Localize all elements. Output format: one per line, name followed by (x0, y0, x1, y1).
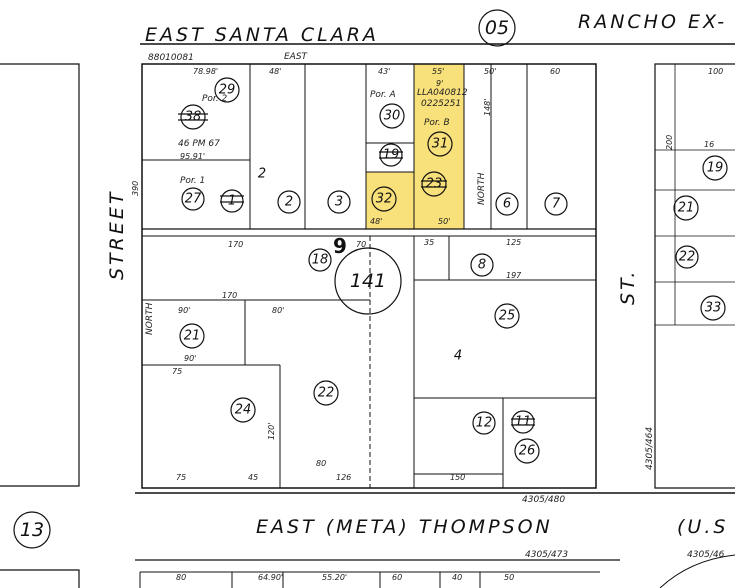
parcel-30: 30 (384, 109, 401, 124)
street-label-us: (U.S (677, 516, 728, 538)
map-page-number: 05 (485, 17, 509, 39)
parcel-8: 8 (478, 258, 486, 273)
dim-80: 80' (272, 306, 284, 315)
ref-pm: 46 PM 67 (178, 139, 220, 149)
parcel-38: 38 (185, 110, 202, 125)
parcel-1: 1 (228, 194, 236, 209)
label-por-b: Por. B (424, 118, 450, 128)
dim-43: 43' (378, 67, 390, 76)
dim-90-b: 90' (184, 354, 196, 363)
dim-100: 100 (708, 67, 723, 76)
dim-48-b: 48' (370, 217, 382, 226)
label-por-2: Por. 2 (202, 94, 228, 104)
ref-highlight-2: 0225251 (421, 99, 461, 109)
parcel-19: 19 (383, 148, 400, 163)
dim-70: 70 (356, 240, 366, 249)
dim-197: 197 (506, 271, 522, 280)
street-label-east-thompson: EAST (META) THOMPSON (256, 516, 553, 538)
parcel-25: 25 (499, 309, 516, 324)
dim-148: 148' (483, 99, 492, 116)
dim-75: 75 (172, 367, 182, 376)
ref-right-2: 4305/46 (687, 550, 725, 560)
parcel-right-21: 21 (678, 201, 695, 216)
street-label-rancho: RANCHO EX- (578, 11, 727, 33)
parcel-2b: 2 (258, 167, 266, 182)
parcel-27: 27 (185, 192, 202, 207)
dim-35: 35 (424, 238, 434, 247)
parcel-29: 29 (219, 83, 236, 98)
dim-170-b: 170 (222, 291, 237, 300)
parcel-22: 22 (318, 386, 335, 401)
dim-75-b: 75 (176, 473, 186, 482)
dim-200: 200 (665, 135, 674, 150)
book-number: 141 (350, 270, 386, 292)
dim-90: 90' (178, 306, 190, 315)
parcel-24: 24 (235, 403, 252, 418)
parcel-4: 4 (454, 349, 462, 364)
dim-120: 120' (267, 423, 276, 440)
dim-64-90: 64.90' (258, 573, 283, 582)
dim-50-c: 50' (438, 217, 450, 226)
dim-16: 16 (704, 140, 714, 149)
label-north-mid: NORTH (477, 172, 487, 205)
parcel-6: 6 (503, 197, 511, 212)
dim-390: 390 (131, 181, 140, 196)
parcel-31: 31 (432, 137, 449, 152)
dim-95-91: 95.91' (180, 152, 205, 161)
highlight-parcel-32 (365, 171, 415, 230)
street-label-st: ST. (617, 269, 639, 305)
street-label-east-santa-clara: EAST SANTA CLARA (145, 24, 379, 46)
dim-45: 45 (248, 473, 258, 482)
parcel-right-19: 19 (707, 161, 724, 176)
dim-170: 170 (228, 240, 243, 249)
dim-60-b: 60 (392, 573, 402, 582)
dim-60: 60 (550, 67, 560, 76)
label-north-left: NORTH (145, 302, 155, 335)
ref-top: 88010081 (148, 53, 194, 63)
ref-bottom-2: 4305/473 (525, 550, 568, 560)
dim-126: 126 (336, 473, 351, 482)
dim-150: 150 (450, 473, 465, 482)
dim-48: 48' (269, 67, 281, 76)
parcel-23: 23 (426, 177, 443, 192)
dim-40: 40 (452, 573, 462, 582)
ref-highlight: LLA040812 (417, 88, 468, 98)
parcel-21: 21 (184, 329, 201, 344)
label-por-a: Por. A (370, 90, 396, 100)
dim-80-c: 80 (176, 573, 186, 582)
parcel-11: 11 (515, 415, 532, 430)
dim-50: 50' (484, 67, 496, 76)
block-number: 9 (333, 234, 347, 258)
dim-78-98: 78.98' (193, 67, 218, 76)
street-label-street: STREET (106, 190, 128, 280)
parcel-2: 2 (285, 195, 293, 210)
dim-125: 125 (506, 238, 521, 247)
parcel-26: 26 (519, 444, 536, 459)
ref-bottom: 4305/480 (522, 495, 565, 505)
highlight-parcel-31 (413, 63, 465, 230)
parcel-3: 3 (335, 195, 343, 210)
parcel-32: 32 (376, 192, 393, 207)
side-page-number: 13 (20, 519, 44, 541)
label-east: EAST (284, 52, 309, 62)
dim-55-20: 55.20' (322, 573, 347, 582)
ref-right: 4305/464 (645, 427, 655, 470)
dim-50-b: 50 (504, 573, 514, 582)
dim-9: 9' (436, 79, 443, 88)
dim-55: 55' (432, 67, 444, 76)
label-por-1: Por. 1 (180, 176, 205, 186)
parcel-right-22: 22 (679, 250, 696, 265)
parcel-18: 18 (312, 253, 329, 268)
parcel-7: 7 (552, 197, 561, 212)
dim-80-b: 80 (316, 459, 326, 468)
parcel-12: 12 (476, 416, 493, 431)
parcel-right-33: 33 (705, 301, 722, 316)
